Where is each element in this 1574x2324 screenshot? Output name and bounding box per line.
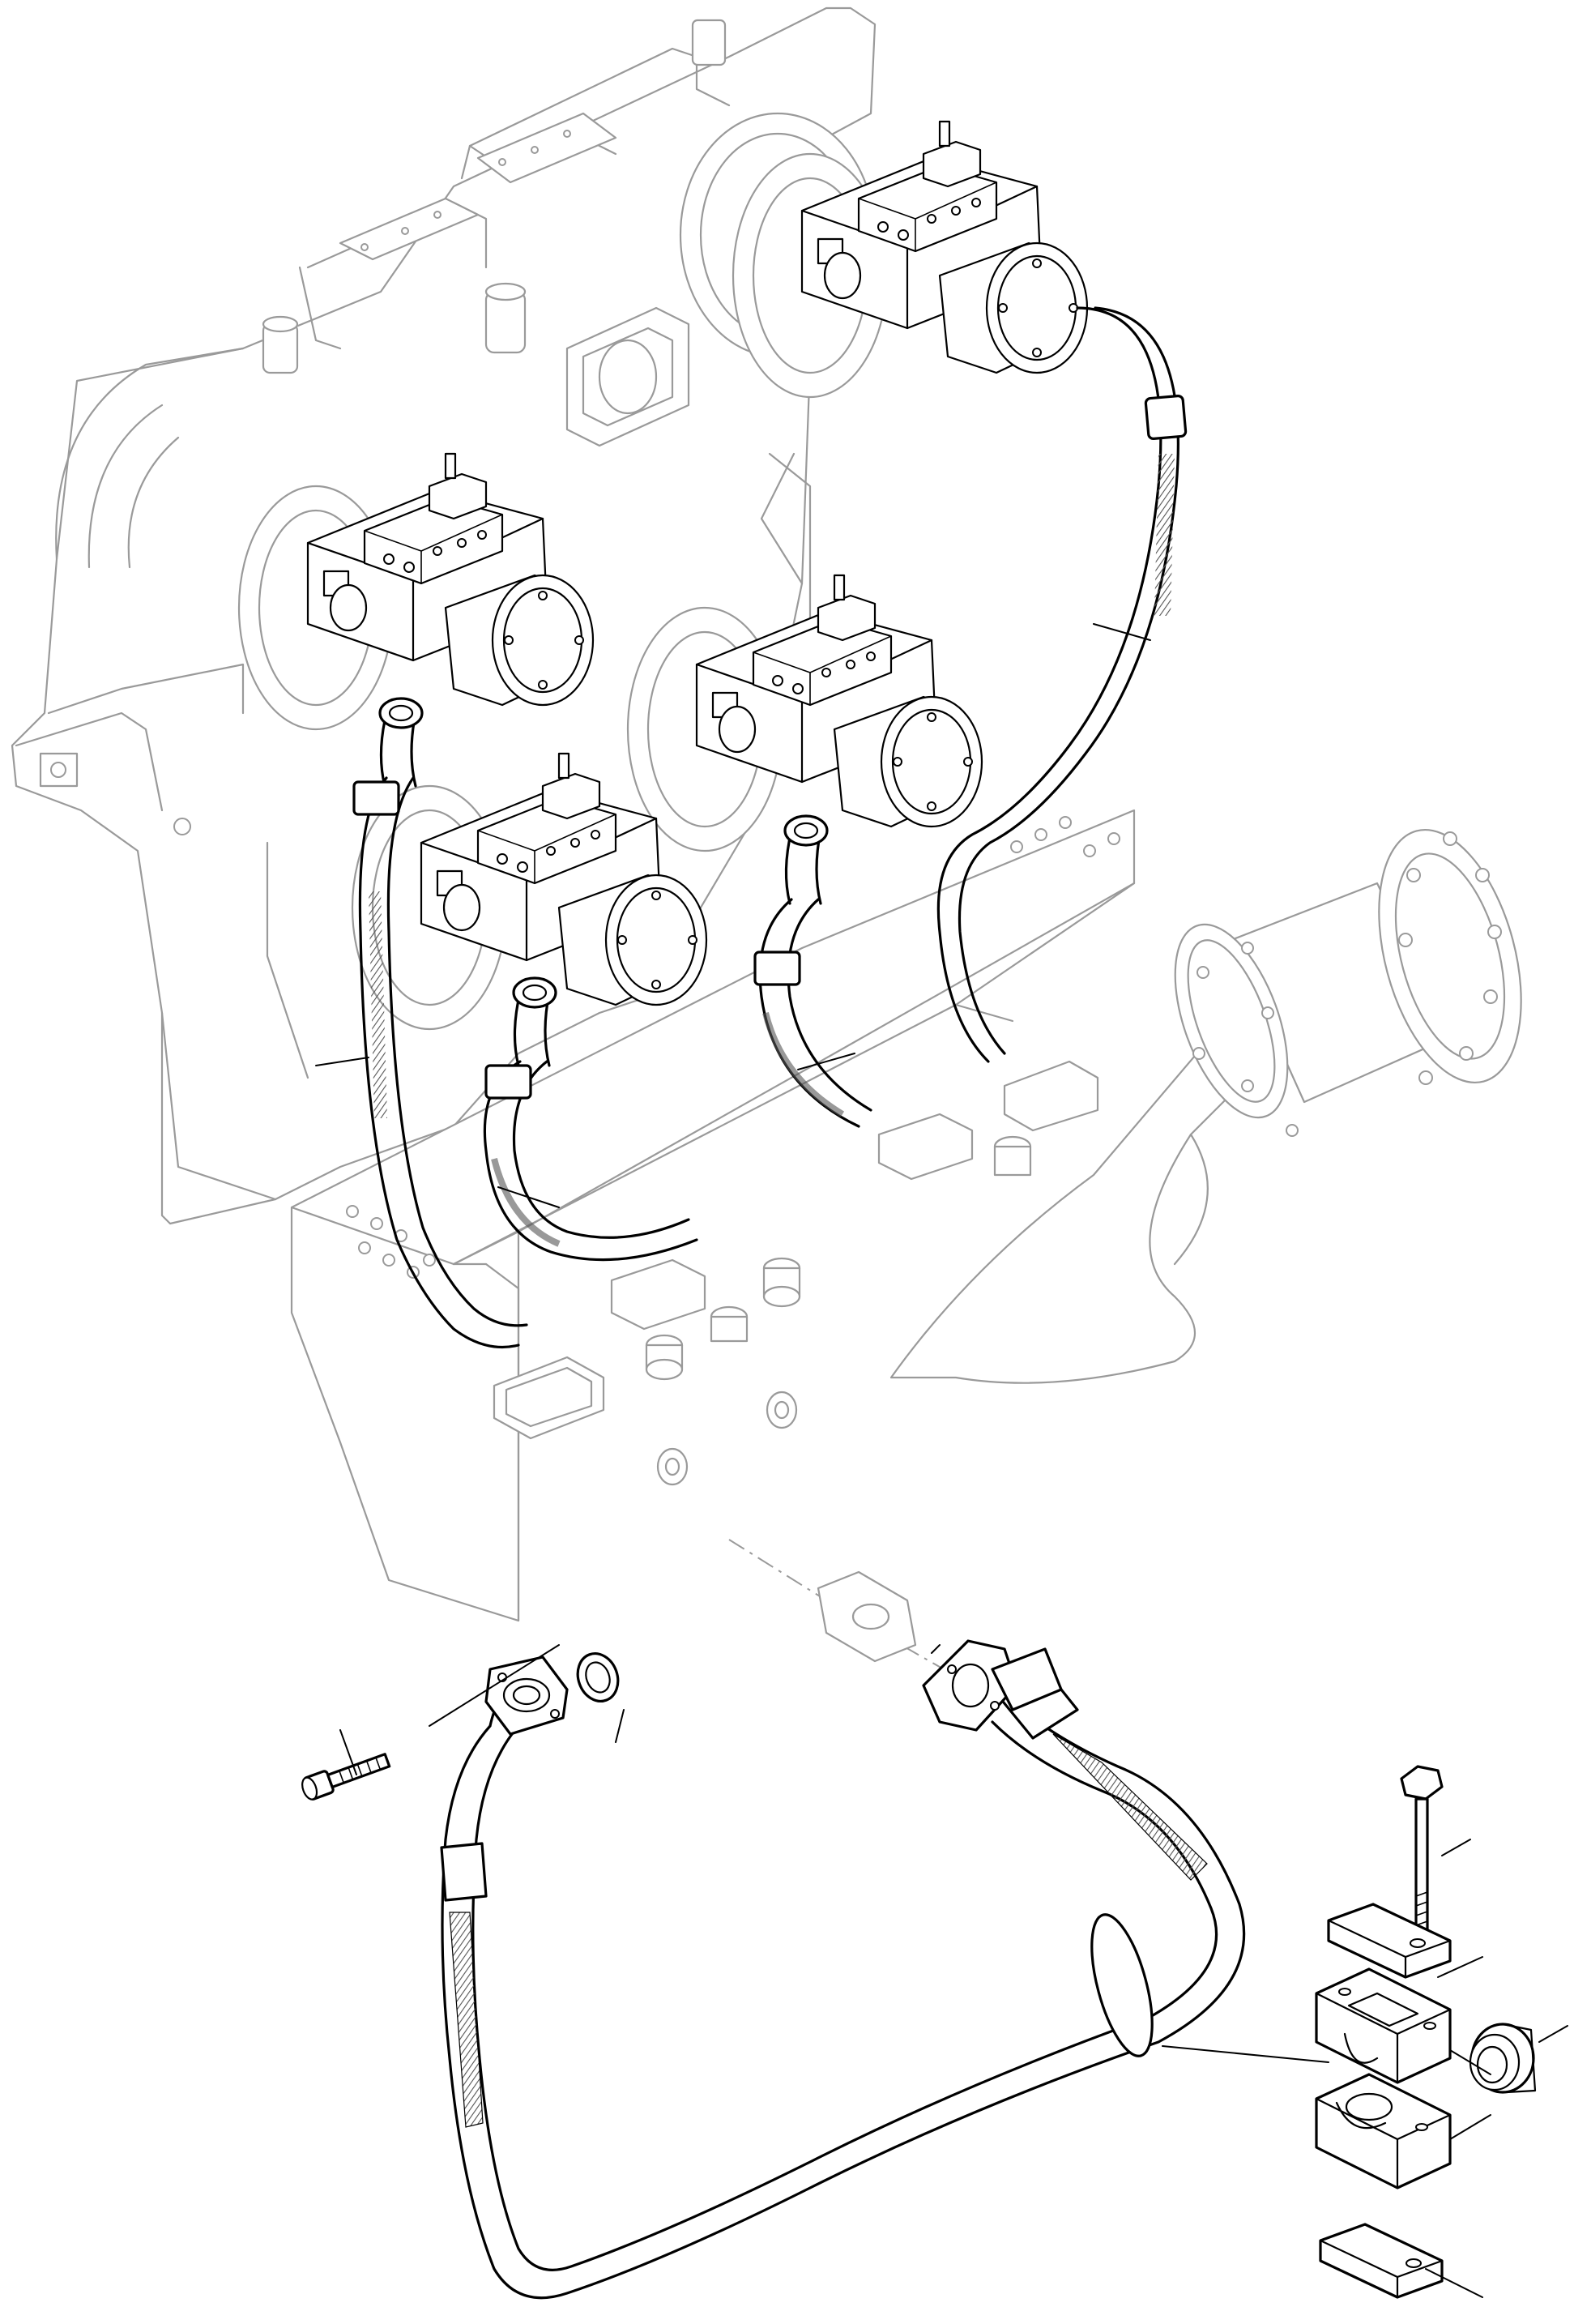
leader-line <box>1425 2268 1483 2298</box>
grommet <box>1469 2023 1537 2094</box>
output-flange <box>889 828 1522 1384</box>
leader-line <box>615 1709 625 1743</box>
clamp-lower-half <box>1315 2073 1452 2189</box>
leader-line <box>1093 623 1151 641</box>
clamp-top-plate <box>1327 1903 1452 1979</box>
socket-head-screw <box>301 1753 391 1801</box>
hose-detail <box>440 1539 1246 2300</box>
pump-frame <box>290 809 1136 1622</box>
leader-line <box>1538 2025 1568 2043</box>
clamp-bottom-plate <box>1319 2223 1444 2299</box>
leader-line <box>339 1729 357 1775</box>
fasteners <box>301 1753 1444 1938</box>
hex-bolt <box>1400 1765 1444 1938</box>
hose-lines <box>352 306 1188 1348</box>
leader-line <box>931 1644 941 1654</box>
pump-module-upper-right <box>732 120 1089 399</box>
leader-line <box>797 1053 855 1070</box>
leader-line <box>315 1057 369 1066</box>
leader-lines <box>315 623 1568 2298</box>
leader-line <box>1437 1956 1483 1978</box>
leader-line <box>1441 1839 1471 1856</box>
leader-line <box>1449 2049 1491 2140</box>
leader-line <box>429 1644 560 1727</box>
leader-line <box>1162 2045 1329 2063</box>
leader-line <box>497 1186 560 1208</box>
pump-module-middle <box>626 574 983 852</box>
clamp-assembly <box>1315 1903 1537 2299</box>
clamp-upper-half <box>1315 1967 1452 2084</box>
